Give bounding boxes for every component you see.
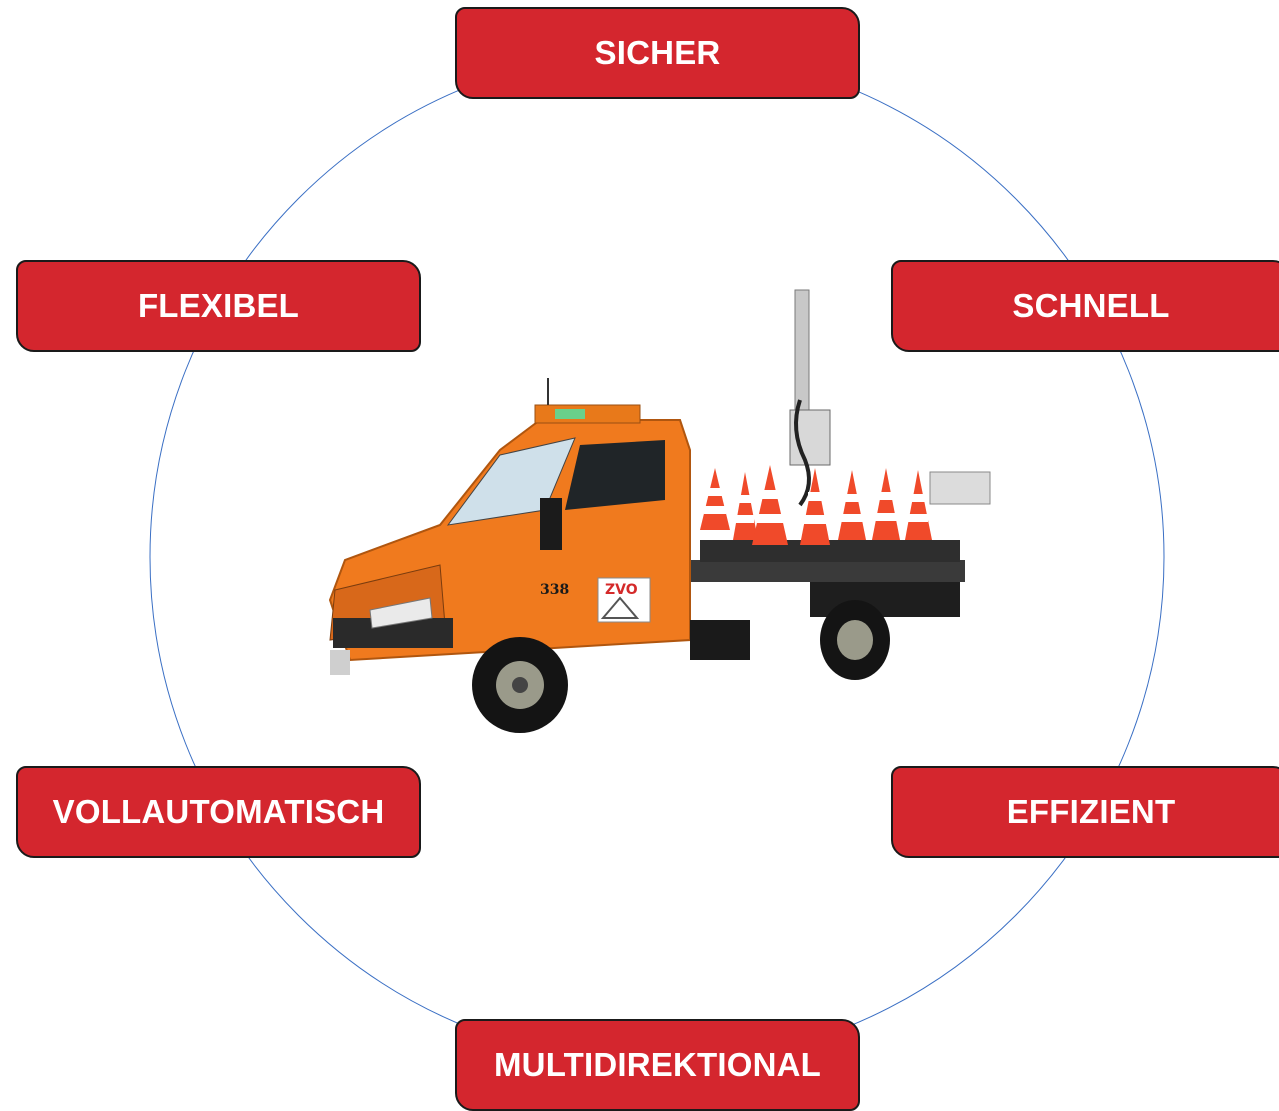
label-box-effizient: EFFIZIENT bbox=[891, 766, 1279, 858]
label-box-multidirektional: MULTIDIREKTIONAL bbox=[455, 1019, 860, 1111]
label-box-flexibel: FLEXIBEL bbox=[16, 260, 421, 352]
label-box-sicher: SICHER bbox=[455, 7, 860, 99]
cab-number: 338 bbox=[540, 582, 569, 598]
zvo-logo-text: ZVO bbox=[605, 582, 638, 598]
label-vollautomatisch: VOLLAUTOMATISCH bbox=[52, 793, 385, 830]
traffic-cones bbox=[700, 465, 932, 545]
label-multidirektional: MULTIDIREKTIONAL bbox=[493, 1046, 822, 1083]
label-effizient: EFFIZIENT bbox=[1006, 793, 1176, 830]
label-sicher: SICHER bbox=[594, 34, 721, 71]
cone-placement-truck-image: 338 ZVO bbox=[328, 289, 991, 733]
label-flexibel: FLEXIBEL bbox=[137, 287, 300, 324]
label-schnell: SCHNELL bbox=[1012, 287, 1170, 324]
zvo-logo: ZVO bbox=[597, 577, 651, 623]
label-box-vollautomatisch: VOLLAUTOMATISCH bbox=[16, 766, 421, 858]
rear-wheel bbox=[820, 600, 890, 680]
front-wheel bbox=[472, 637, 568, 733]
label-box-schnell: SCHNELL bbox=[891, 260, 1279, 352]
